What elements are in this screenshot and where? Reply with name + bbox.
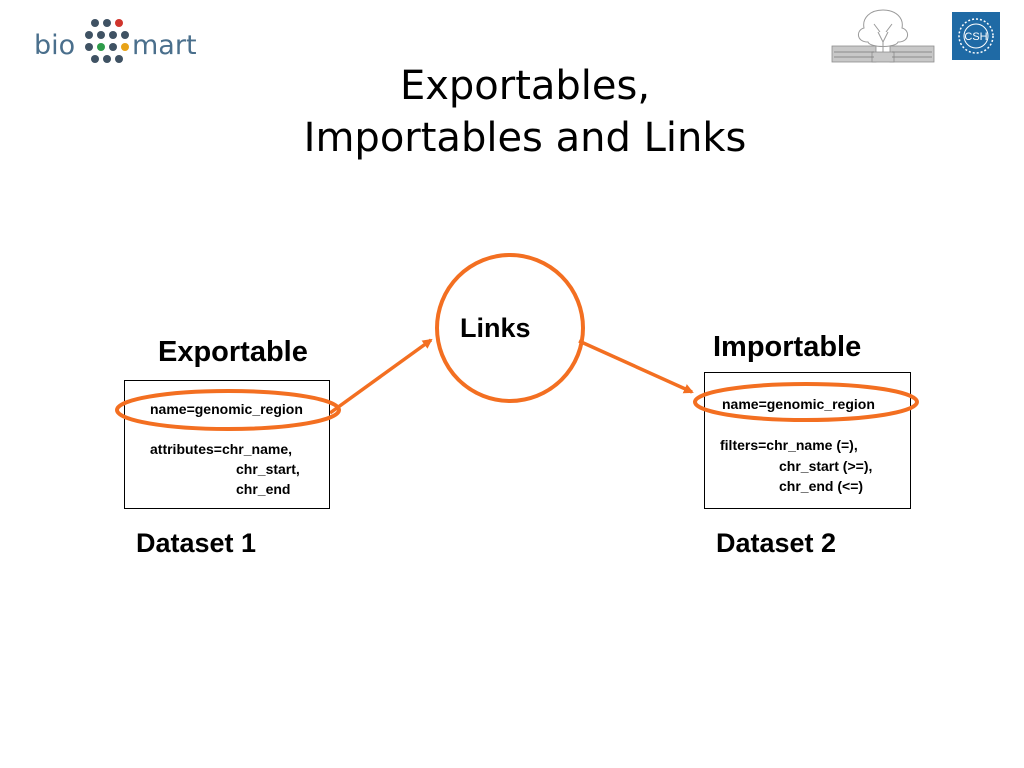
slide-title: Exportables, Importables and Links — [200, 60, 850, 164]
import-filter-line-3: chr_end (<=) — [779, 478, 864, 494]
logo-text-mart: mart — [132, 30, 197, 61]
import-name-ellipse — [693, 382, 919, 422]
csh-logo-icon: CSH — [952, 12, 1000, 60]
exportable-heading: Exportable — [158, 336, 308, 368]
biomart-logo: bio mart — [34, 14, 209, 70]
logo-text-bio: bio — [34, 30, 76, 61]
export-name-ellipse — [115, 389, 341, 431]
import-name-line: name=genomic_region — [722, 396, 875, 412]
csh-logo-text: CSH — [964, 31, 987, 43]
import-filter-line-2: chr_start (>=), — [779, 458, 873, 474]
export-name-line: name=genomic_region — [150, 401, 303, 417]
title-line-2: Importables and Links — [303, 115, 747, 161]
import-filter-line-1: filters=chr_name (=), — [720, 437, 858, 453]
importable-heading: Importable — [713, 331, 862, 363]
links-label: Links — [460, 313, 531, 343]
dataset1-label: Dataset 1 — [136, 528, 257, 558]
logo-dots-icon — [85, 19, 129, 63]
dataset1-box — [124, 380, 330, 509]
dataset2-box — [704, 372, 911, 509]
arrow-export-to-links — [328, 338, 433, 415]
links-circle — [435, 253, 585, 403]
building-illustration-icon — [831, 9, 935, 63]
dataset2-label: Dataset 2 — [716, 528, 837, 558]
export-attr-line-3: chr_end — [236, 481, 291, 497]
export-attr-line-1: attributes=chr_name, — [150, 441, 292, 457]
title-line-1: Exportables, — [399, 63, 651, 109]
arrow-links-to-import — [578, 339, 694, 394]
export-attr-line-2: chr_start, — [236, 461, 300, 477]
